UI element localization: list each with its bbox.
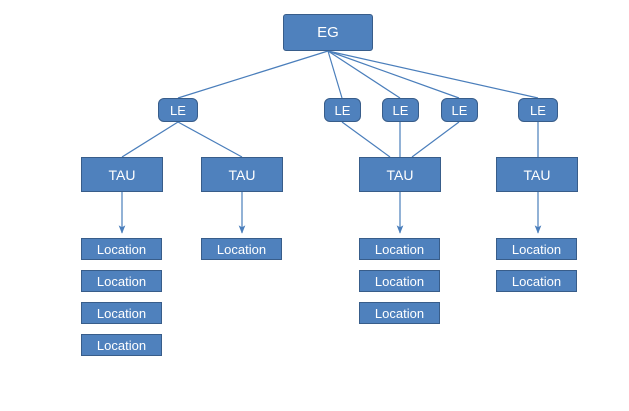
connector-le4-to-tau3 — [411, 121, 460, 158]
node-le1[interactable]: LE — [158, 98, 198, 122]
node-tau2[interactable]: TAU — [201, 157, 283, 192]
edges-tau-to-location — [118, 192, 542, 234]
node-loc3[interactable]: Location — [81, 302, 162, 324]
node-loc7[interactable]: Location — [359, 270, 440, 292]
node-loc10[interactable]: Location — [496, 270, 577, 292]
edges-le-to-tau — [121, 121, 539, 158]
connector-eg-to-le3 — [327, 50, 401, 99]
connector-eg-to-le1 — [177, 50, 329, 99]
node-loc6[interactable]: Location — [359, 238, 440, 260]
edges-eg-to-le — [177, 50, 539, 99]
node-le3[interactable]: LE — [382, 98, 419, 122]
node-eg[interactable]: EG — [283, 14, 373, 51]
connector-eg-to-le4 — [327, 50, 460, 99]
node-loc2[interactable]: Location — [81, 270, 162, 292]
node-loc8[interactable]: Location — [359, 302, 440, 324]
node-loc1[interactable]: Location — [81, 238, 162, 260]
node-loc4[interactable]: Location — [81, 334, 162, 356]
node-le4[interactable]: LE — [441, 98, 478, 122]
node-tau4[interactable]: TAU — [496, 157, 578, 192]
node-loc9[interactable]: Location — [496, 238, 577, 260]
node-tau3[interactable]: TAU — [359, 157, 441, 192]
connector-eg-to-le2 — [327, 50, 343, 99]
connector-le1-to-tau2 — [177, 121, 243, 158]
connector-le1-to-tau1 — [121, 121, 179, 158]
node-le2[interactable]: LE — [324, 98, 361, 122]
node-loc5[interactable]: Location — [201, 238, 282, 260]
connector-eg-to-le5 — [327, 50, 539, 99]
node-tau1[interactable]: TAU — [81, 157, 163, 192]
connector-le2-to-tau3 — [341, 121, 391, 158]
node-le5[interactable]: LE — [518, 98, 558, 122]
